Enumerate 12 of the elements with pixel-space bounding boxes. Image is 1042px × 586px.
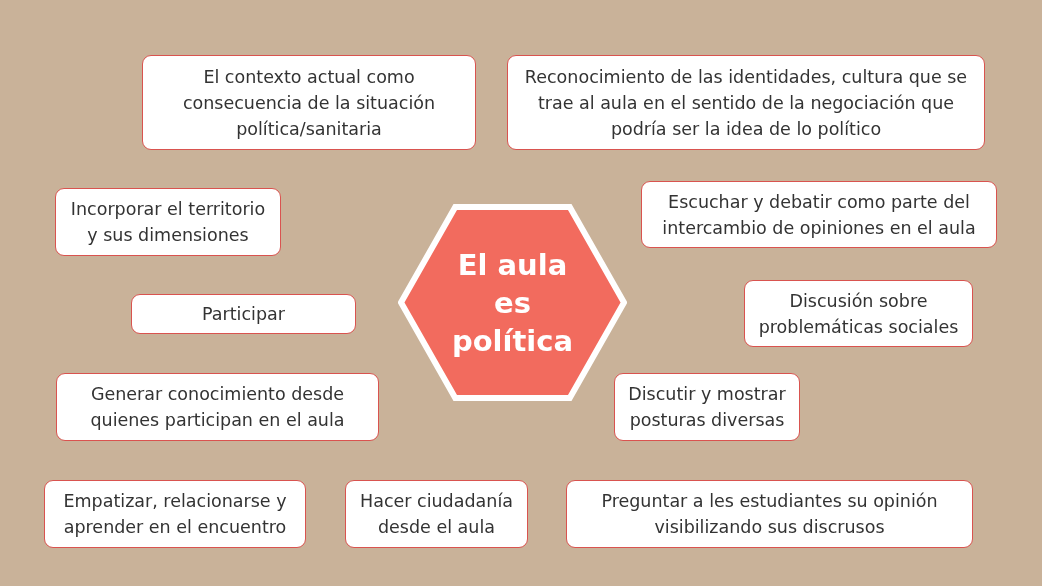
idea-box: Participar bbox=[131, 294, 356, 334]
hexagon-node: El aula es política bbox=[398, 203, 627, 402]
idea-box: Preguntar a les estudiantes su opinión visibilizando sus discrusos bbox=[566, 480, 973, 548]
idea-box: Incorporar el territorio y sus dimensiones bbox=[55, 188, 281, 256]
idea-box: Empatizar, relacionarse y aprender en el encuentro bbox=[44, 480, 306, 548]
idea-box: El contexto actual como consecuencia de la situación política/sanitaria bbox=[142, 55, 476, 150]
idea-box: Escuchar y debatir como parte del intercambio de opiniones en el aula bbox=[641, 181, 997, 248]
idea-box: Discutir y mostrar posturas diversas bbox=[614, 373, 800, 441]
idea-box: Generar conocimiento desde quienes participan en el aula bbox=[56, 373, 379, 441]
idea-box: Hacer ciudadanía desde el aula bbox=[345, 480, 528, 548]
idea-box: Discusión sobre problemáticas sociales bbox=[744, 280, 973, 347]
idea-box: Reconocimiento de las identidades, cultura que se trae al aula en el sentido de la negociación que podría ser la idea de lo político bbox=[507, 55, 985, 150]
